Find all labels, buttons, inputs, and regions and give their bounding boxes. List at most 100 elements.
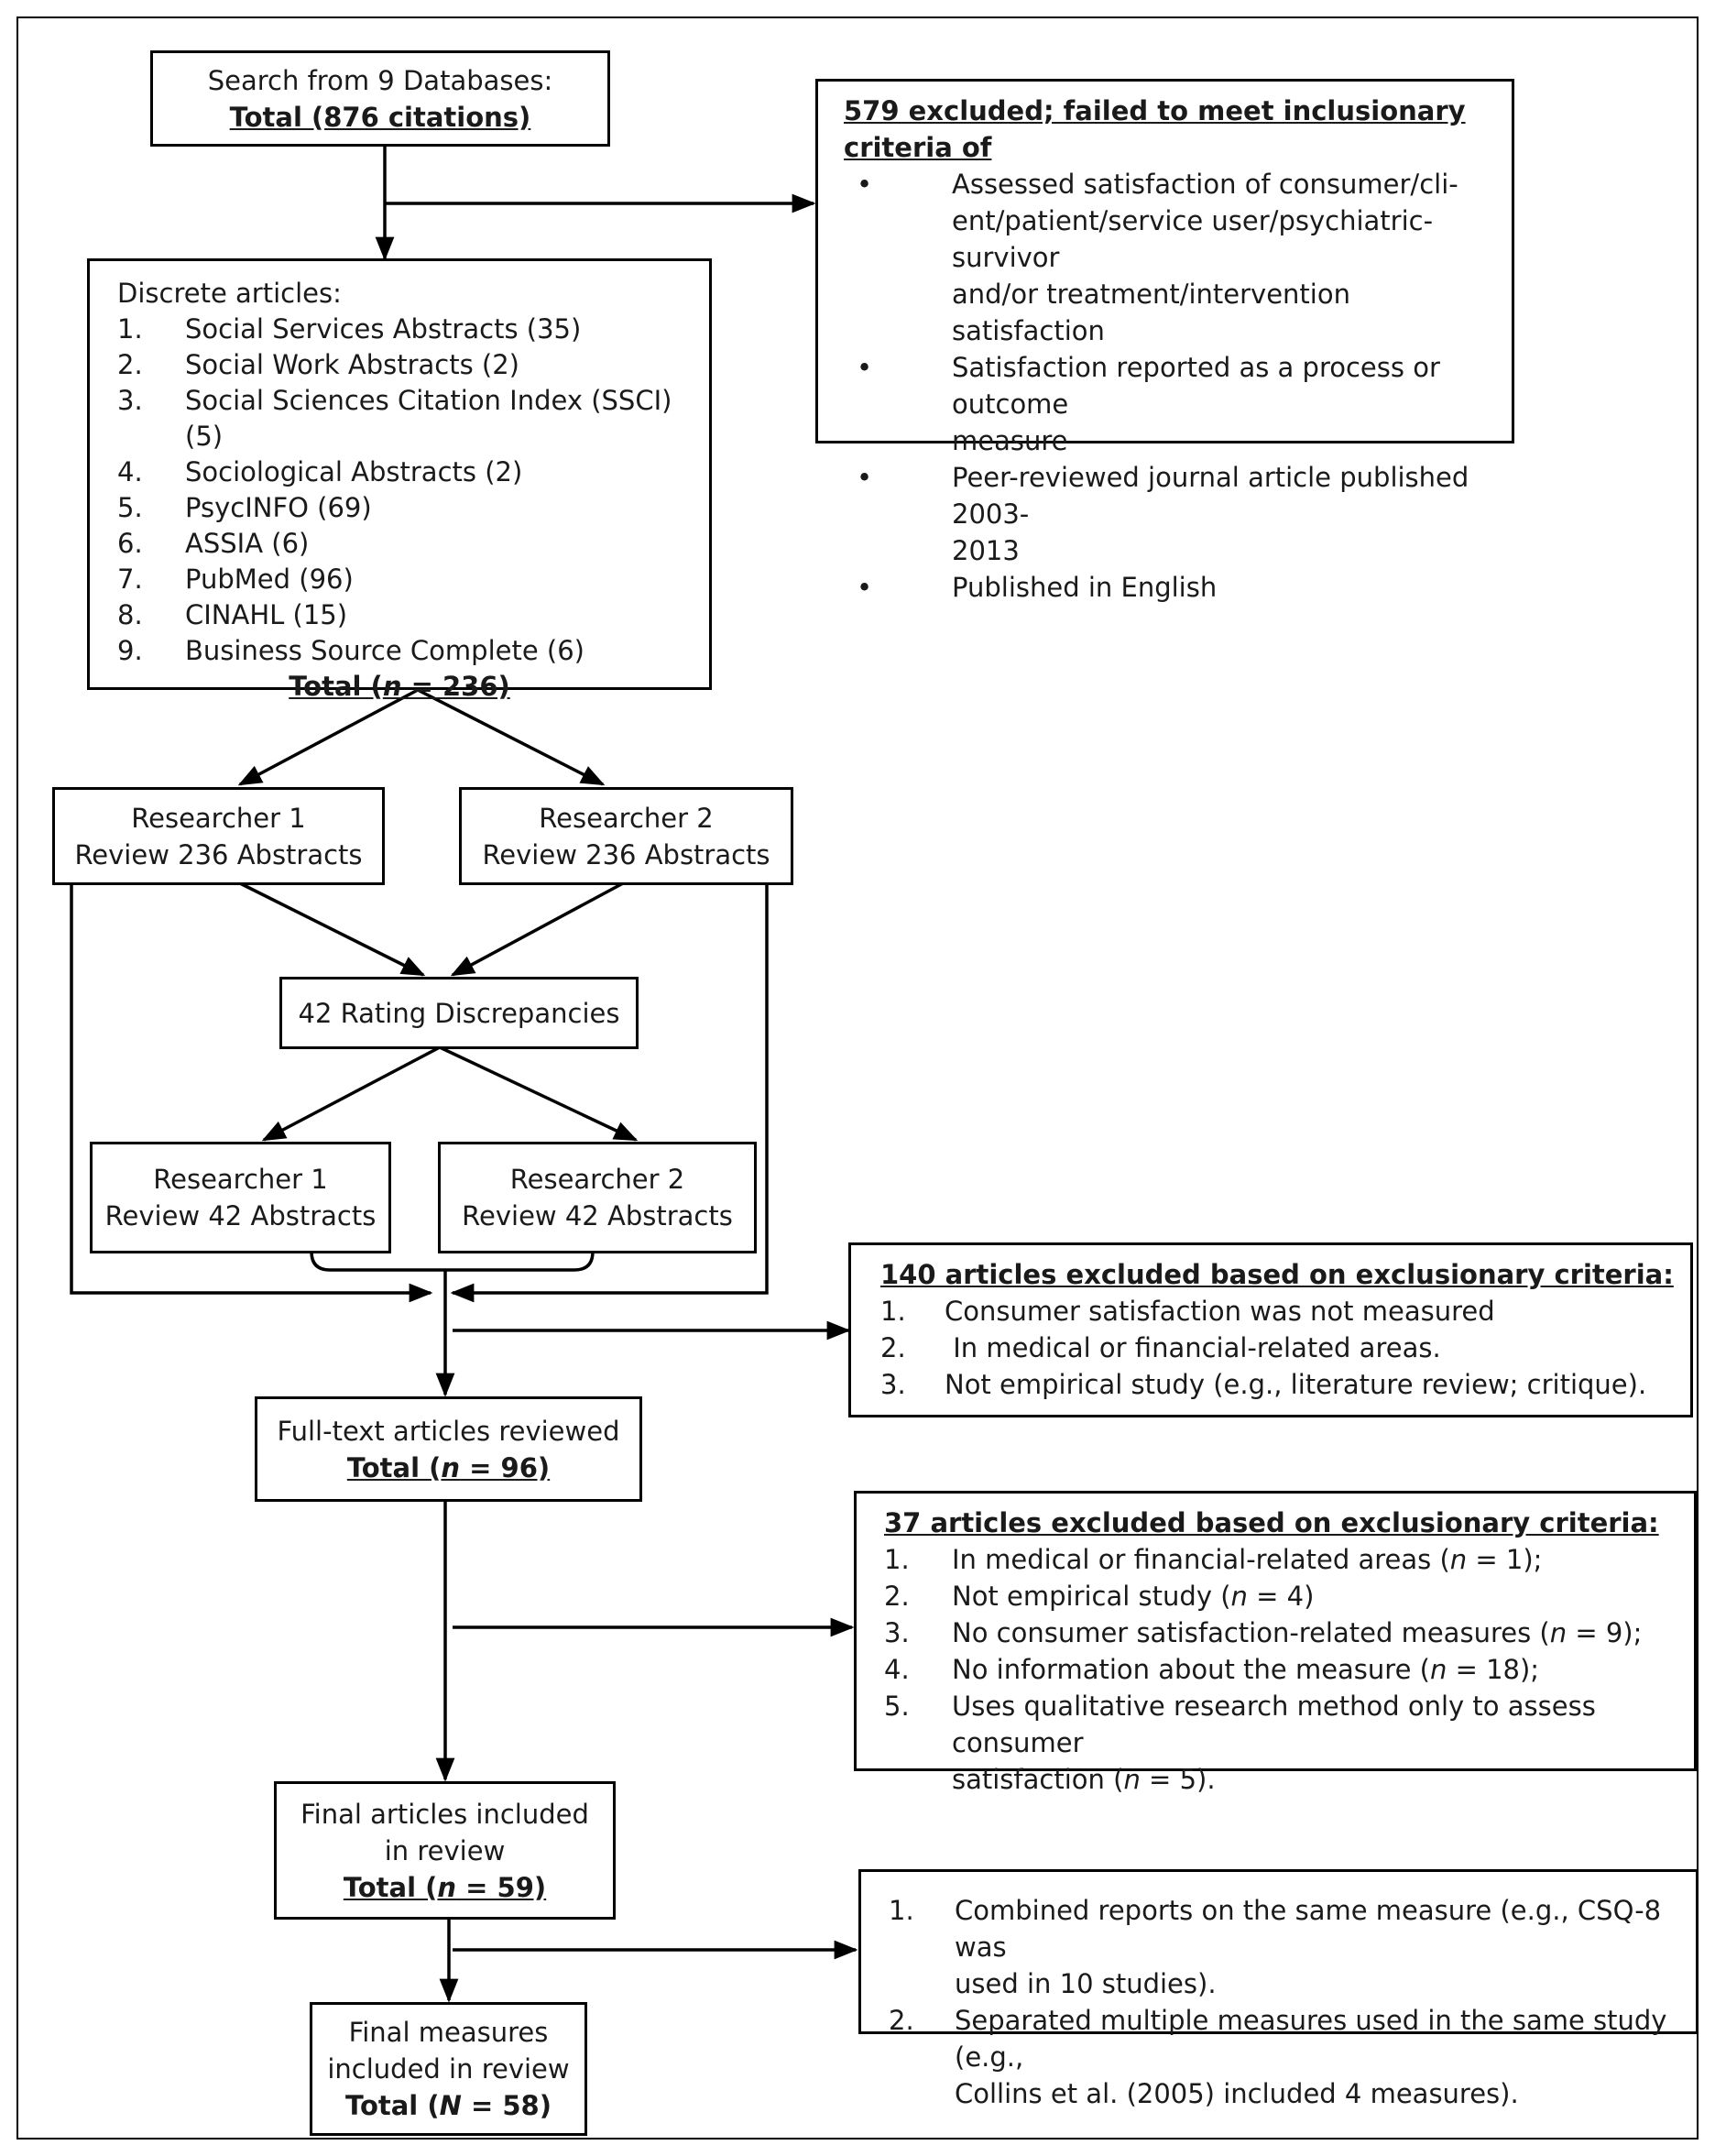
researcher1-review-label: Review 236 Abstracts (74, 838, 363, 870)
excluded1-list: • Assessed satisfaction of consumer/cli-e… (844, 166, 1495, 606)
exclusion-n: n (1549, 1617, 1568, 1648)
bullet-icon: • (857, 352, 873, 383)
exclusion-number: 4. (884, 1654, 910, 1685)
combined-number: 2. (889, 2005, 914, 2036)
final-articles-line2: in review (384, 1834, 506, 1866)
database-item: 8.CINAHL (15) (117, 597, 700, 633)
fulltext-box: Full-text articles reviewed Total (n = 9… (255, 1396, 642, 1502)
arrow-discrete-to-r2 (417, 688, 606, 786)
discrete-list: 1. Social Services Abstracts (35) 2. Social… (117, 312, 700, 669)
exclusion-item: 3.Not empirical study (e.g., literature … (880, 1366, 1674, 1403)
exclusion-text-post: = 1); (1467, 1544, 1543, 1575)
database-item: 3.Social Sciences Citation Index (SSCI) … (117, 383, 700, 454)
exclusion-text-post: = 4) (1247, 1581, 1315, 1612)
database-number: 1. (117, 313, 143, 345)
researcher2-label: Researcher 2 (539, 802, 714, 834)
exclusion-item: 3. No consumer satisfaction-related measu… (884, 1614, 1677, 1651)
database-number: 9. (117, 635, 143, 666)
exclusion-number: 3. (884, 1617, 910, 1648)
exclusion-number: 1. (880, 1296, 906, 1327)
exclusion-item: 2.Not empirical study (n = 4) (884, 1578, 1677, 1614)
researcher2-disc-review-label: Review 42 Abstracts (462, 1200, 733, 1231)
researcher2-disc-label: Researcher 2 (509, 1164, 685, 1195)
database-name: ASSIA (6) (185, 528, 310, 559)
excluded2-list: 1. Consumer satisfaction was not measured… (880, 1293, 1674, 1403)
exclusion-text: No consumer satisfaction-related measure… (952, 1614, 1677, 1651)
database-name: Social Work Abstracts (2) (185, 349, 519, 380)
bullet-icon: • (857, 462, 873, 493)
exclusion-n: n (1230, 1581, 1248, 1612)
bullet-text: Assessed satisfaction of consumer/cli-en… (952, 169, 1458, 346)
final-measures-line2: included in review (327, 2053, 570, 2085)
database-item: 7. PubMed (96) (117, 562, 700, 597)
discrete-total: Total (n = 236) (289, 671, 510, 702)
exclusion-text-pre: No information about the measure ( (952, 1654, 1430, 1685)
arrow-disc-to-r1b (261, 1045, 441, 1142)
database-name: Sociological Abstracts (2) (185, 456, 523, 487)
exclusion-item: 5.Uses qualitative research method only … (884, 1688, 1677, 1798)
final-articles-box: Final articles included in review Total … (274, 1781, 616, 1920)
exclusion-text: In medical or financial-related areas. (945, 1332, 1441, 1363)
exclusion-item: 2. In medical or financial-related areas… (880, 1330, 1674, 1366)
final-measures-line1: Final measures (348, 2017, 549, 2048)
database-name: Business Source Complete (6) (185, 635, 584, 666)
exclusion-item: 4. No information about the measure (n = … (884, 1651, 1677, 1688)
combined-number: 1. (889, 1895, 914, 1926)
database-item: 1. Social Services Abstracts (35) (117, 312, 700, 347)
excluded2-box: 140 articles excluded based on exclusion… (848, 1242, 1693, 1417)
database-name: PsycINFO (69) (185, 492, 372, 523)
final-articles-line1: Final articles included (300, 1798, 589, 1830)
bullet-text: Peer-reviewed journal article published … (952, 462, 1469, 566)
rating-discrepancies-box: 42 Rating Discrepancies (279, 977, 639, 1049)
excluded1-title: 579 excluded; failed to meet inclusionar… (844, 95, 1466, 163)
fulltext-total: Total (n = 96) (346, 1451, 551, 1483)
exclusion-text: Not empirical study (n = 4) (952, 1578, 1677, 1614)
database-number: 3. (117, 385, 143, 416)
excluded3-box: 37 articles excluded based on exclusiona… (854, 1491, 1697, 1795)
database-item: 6. ASSIA (6) (117, 526, 700, 562)
database-name: PubMed (96) (185, 564, 354, 595)
bullet-item: • Assessed satisfaction of consumer/cli-e… (844, 166, 1495, 349)
database-item: 9. Business Source Complete (6) (117, 633, 700, 669)
brace-under-r42 (310, 1251, 595, 1272)
exclusion-text: Consumer satisfaction was not measured (945, 1296, 1495, 1327)
database-number: 6. (117, 528, 143, 559)
bracket-left (70, 883, 433, 1303)
discrete-articles-box: Discrete articles: 1.Social Services Abs… (87, 258, 712, 702)
search-total: Total (876 citations) (229, 101, 531, 133)
combined-list: 1.Combined reports on the same measure (… (889, 1892, 1679, 2112)
exclusion-text-post: = 18); (1447, 1654, 1540, 1685)
database-number: 2. (117, 349, 143, 380)
final-measures-total: Total (N = 58) (345, 2090, 552, 2121)
diagram-frame (16, 16, 1699, 2140)
exclusion-text-pre: In medical or financial-related areas ( (952, 1544, 1450, 1575)
exclusion-text: Uses qualitative research method only to… (952, 1688, 1677, 1798)
database-number: 5. (117, 492, 143, 523)
bullet-icon: • (857, 169, 873, 200)
bullet-item: • Peer-reviewed journal article published… (844, 459, 1495, 569)
database-item: 5. PsycINFO (69) (117, 490, 700, 526)
arrow-r1-to-disc (239, 881, 426, 977)
rating-discrepancies-label: 42 Rating Discrepancies (298, 997, 620, 1029)
arrow-r2-to-disc (450, 881, 624, 977)
bullet-item: • Satisfaction reported as a process or o… (844, 349, 1495, 459)
exclusion-n: n (1449, 1544, 1468, 1575)
bullet-item: •Published in English (844, 569, 1495, 606)
researcher2-review-label: Review 236 Abstracts (482, 838, 770, 870)
bullet-text: Satisfaction reported as a process or ou… (952, 352, 1440, 456)
exclusion-n: n (1123, 1764, 1141, 1795)
exclusion-item: 1. Consumer satisfaction was not measured (880, 1293, 1674, 1330)
database-name: Social Services Abstracts (35) (185, 313, 582, 345)
bracket-right (450, 883, 769, 1303)
database-item: 4.Sociological Abstracts (2) (117, 454, 700, 490)
researcher2-review-42-box: Researcher 2 Review 42 Abstracts (438, 1142, 757, 1253)
database-number: 7. (117, 564, 143, 595)
database-name: CINAHL (15) (185, 599, 348, 630)
exclusion-number: 1. (884, 1544, 910, 1575)
exclusion-text: No information about the measure (n = 18… (952, 1651, 1677, 1688)
excluded2-title: 140 articles excluded based on exclusion… (880, 1259, 1674, 1290)
arrow-disc-to-r2b (439, 1045, 639, 1142)
exclusion-text-post: = 9); (1567, 1617, 1643, 1648)
combined-item: 1.Combined reports on the same measure (… (889, 1892, 1679, 2002)
